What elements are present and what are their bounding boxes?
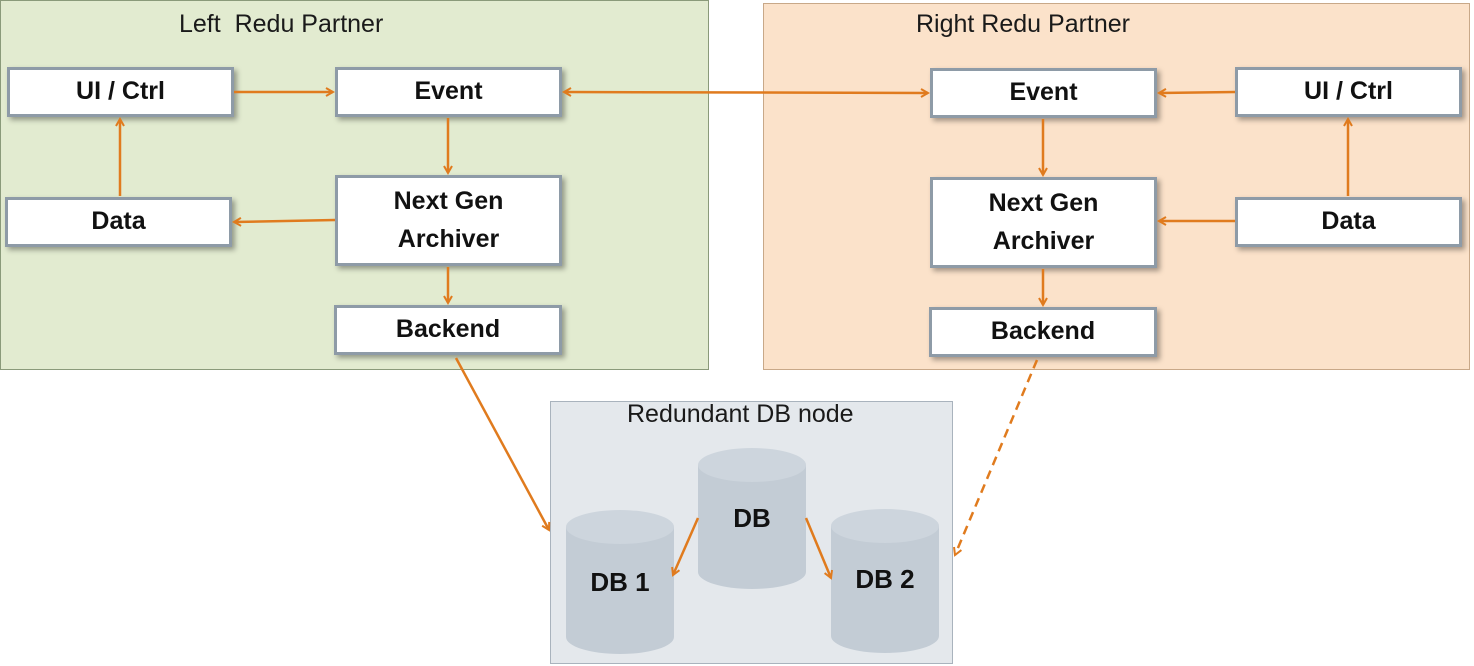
right-event-label: Event — [1009, 78, 1078, 107]
db-cylinder[interactable]: DB — [697, 447, 807, 590]
left-ui-ctrl-box[interactable]: UI / Ctrl — [7, 67, 234, 117]
right-data-box[interactable]: Data — [1235, 197, 1462, 247]
right-event-box[interactable]: Event — [930, 68, 1157, 118]
right-archiver-box[interactable]: Next Gen Archiver — [930, 177, 1157, 268]
db1-cylinder[interactable]: DB 1 — [565, 509, 675, 655]
right-ui-ctrl-box[interactable]: UI / Ctrl — [1235, 67, 1462, 117]
left-partner-title: Left Redu Partner — [179, 10, 384, 38]
db1-cylinder-icon — [566, 510, 674, 654]
left-archiver-label: Next Gen Archiver — [393, 187, 504, 253]
right-partner-title: Right Redu Partner — [916, 10, 1131, 38]
db-node-title: Redundant DB node — [627, 400, 854, 428]
left-backend-label: Backend — [395, 315, 501, 344]
right-data-label: Data — [1321, 207, 1376, 236]
left-backend-box[interactable]: Backend — [334, 305, 562, 355]
right-backend-label: Backend — [990, 317, 1096, 346]
left-data-box[interactable]: Data — [5, 197, 232, 247]
left-event-box[interactable]: Event — [335, 67, 562, 117]
arrow-left-backend-to-db — [454, 357, 549, 530]
db2-label: DB 2 — [855, 564, 915, 594]
db2-cylinder-icon — [831, 509, 939, 653]
left-ui-ctrl-label: UI / Ctrl — [76, 77, 165, 106]
left-data-label: Data — [91, 207, 146, 236]
db-cylinder-icon — [698, 448, 806, 589]
left-event-label: Event — [414, 77, 483, 106]
right-archiver-label: Next Gen Archiver — [988, 189, 1099, 255]
arrow-right-backend-to-db-dashed — [955, 359, 1039, 555]
db1-label: DB 1 — [590, 567, 650, 597]
db-label: DB — [733, 503, 771, 533]
right-ui-ctrl-label: UI / Ctrl — [1304, 77, 1393, 106]
right-backend-box[interactable]: Backend — [929, 307, 1157, 357]
left-archiver-box[interactable]: Next Gen Archiver — [335, 175, 562, 266]
db2-cylinder[interactable]: DB 2 — [830, 508, 940, 654]
